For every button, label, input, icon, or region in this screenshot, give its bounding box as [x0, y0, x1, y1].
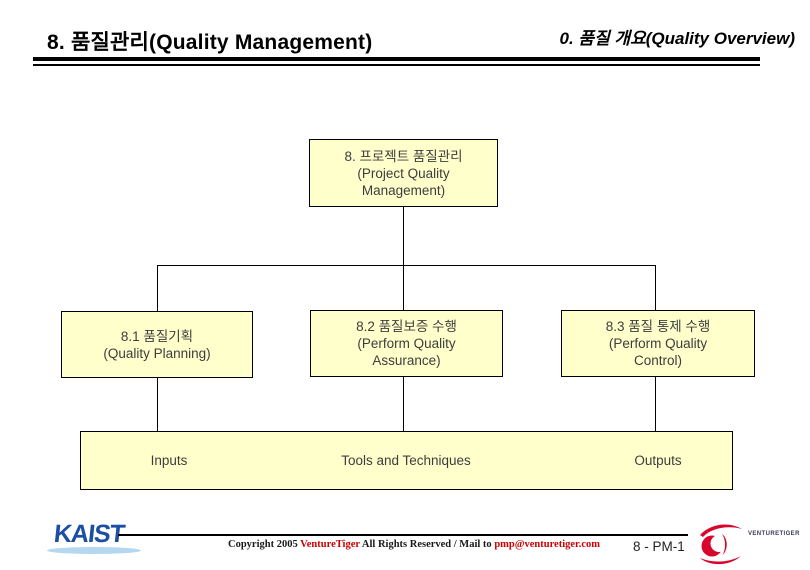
io-label-inputs: Inputs: [150, 453, 188, 468]
kaist-swoosh-icon: [47, 547, 141, 554]
connector-branch-horizontal: [157, 265, 656, 266]
slide-title: 8. 품질관리(Quality Management): [47, 31, 373, 54]
process-box-line: (Perform Quality: [357, 336, 456, 351]
process-box-line: 8. 프로젝트 품질관리: [344, 148, 463, 164]
kaist-logo: KAIST: [52, 520, 126, 548]
process-box-line: (Project Quality: [357, 165, 450, 181]
connector-child3-top: [655, 265, 656, 310]
process-box-project-quality-management: 8. 프로젝트 품질관리 (Project Quality Management…: [309, 139, 498, 207]
copyright-text: Copyright 2005 VentureTiger All Rights R…: [228, 539, 608, 550]
connector-child2-bottom: [403, 377, 404, 431]
copyright-email: pmp@venturetiger.com: [494, 539, 601, 550]
page-number: 8 - PM-1: [633, 539, 685, 554]
footer-divider: [118, 534, 688, 536]
io-label-tools-and-techniques: Tools and Techniques: [341, 453, 471, 468]
process-box-line: Assurance): [372, 353, 441, 368]
header-rule-thick: [33, 57, 760, 61]
io-label-outputs: Outputs: [634, 453, 682, 468]
process-box-perform-quality-assurance: 8.2 품질보증 수행 (Perform Quality Assurance): [310, 310, 503, 377]
process-box-line: 8.2 품질보증 수행: [356, 319, 457, 334]
copyright-brand: VentureTiger: [300, 539, 360, 550]
process-box-line: Control): [633, 353, 682, 368]
copyright-middle: All Rights Reserved / Mail to: [359, 539, 495, 550]
io-bar: Inputs Tools and Techniques Outputs: [80, 431, 733, 490]
section-title: 0. 품질 개요(Quality Overview): [559, 29, 795, 48]
connector-child2-top: [403, 265, 404, 310]
process-box-line: 8.3 품질 통제 수행: [605, 319, 711, 334]
venturetiger-logo-text: VENTURETIGER: [748, 531, 800, 537]
connector-child1-top: [157, 265, 158, 311]
process-box-perform-quality-control: 8.3 품질 통제 수행 (Perform Quality Control): [561, 310, 755, 377]
process-box-line: 8.1 품질기획: [120, 328, 194, 344]
header-rule-thin: [33, 64, 760, 66]
process-box-line: (Perform Quality: [608, 336, 708, 351]
connector-child3-bottom: [655, 377, 656, 431]
connector-child1-bottom: [157, 378, 158, 431]
venturetiger-logo-icon: [700, 524, 742, 565]
process-box-line: (Quality Planning): [103, 345, 211, 361]
connector-root-down: [403, 207, 404, 265]
copyright-prefix: Copyright 2005: [228, 539, 301, 550]
process-box-quality-planning: 8.1 품질기획 (Quality Planning): [61, 311, 253, 378]
process-box-line: Management): [361, 182, 446, 198]
